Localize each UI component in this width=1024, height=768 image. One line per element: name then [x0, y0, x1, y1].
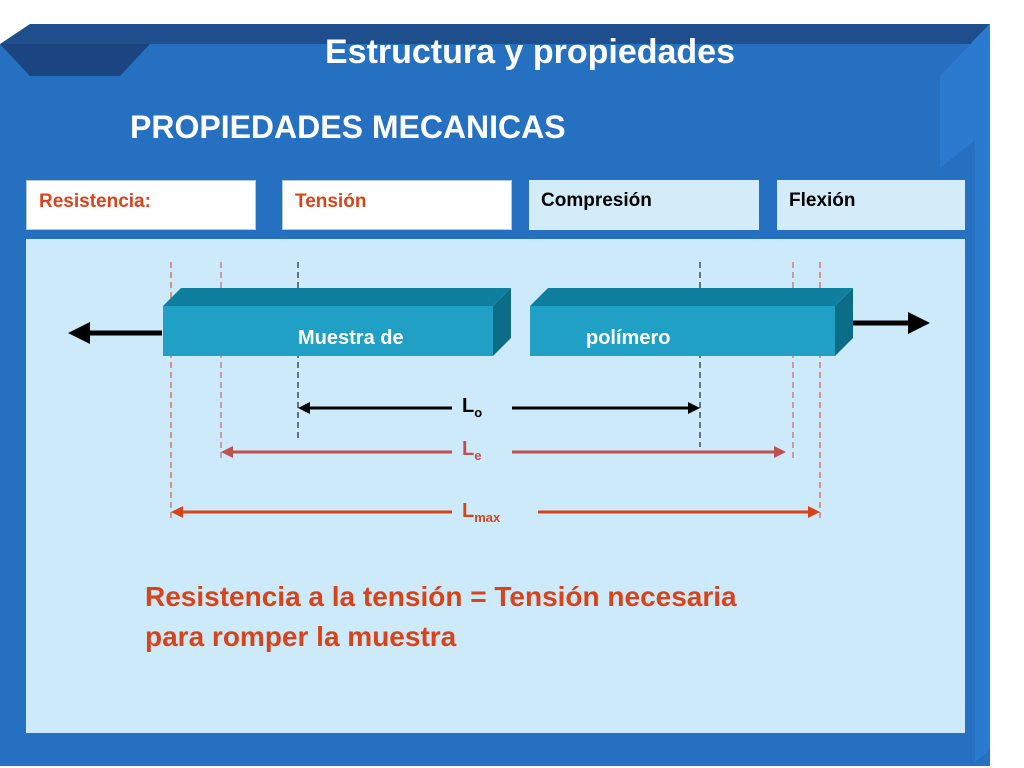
page-subtitle: PROPIEDADES MECANICAS: [130, 109, 566, 145]
caption: Resistencia a la tensión = Tensión neces…: [145, 577, 845, 657]
length-le-symbol: L: [462, 438, 475, 460]
pull-arrow-right-head: [908, 312, 930, 334]
page-title: Estructura y propiedades: [324, 33, 735, 71]
length-lo-arrow-right-head: [688, 402, 700, 414]
length-label-le: Le: [462, 438, 481, 467]
sample-right-side: [835, 288, 853, 356]
length-lmax-symbol: L: [462, 500, 475, 522]
pull-arrow-left-head: [68, 322, 90, 344]
sample-right-front: [530, 306, 835, 356]
length-label-lo: Lo: [462, 395, 482, 424]
length-le-arrow-right-head: [774, 446, 786, 458]
caption-line-1: Resistencia a la tensión = Tensión neces…: [145, 581, 737, 612]
length-lmax-subscript: max: [474, 510, 501, 525]
tab-resistencia[interactable]: Resistencia:: [26, 180, 256, 230]
tab-resistencia-label: Resistencia:: [39, 191, 151, 212]
frame-right-bevel: [940, 24, 990, 762]
length-lo-subscript: o: [474, 405, 483, 420]
sample-left-front: [163, 306, 493, 356]
length-lmax-arrow-left-head: [171, 506, 183, 518]
length-le-arrow-left-head: [221, 446, 233, 458]
tab-compresion-label: Compresión: [541, 190, 652, 211]
length-label-lmax: Lmax: [462, 500, 500, 529]
sample-label-left: Muestra de: [298, 327, 404, 349]
tab-flexion[interactable]: Flexión: [777, 180, 965, 230]
tab-tension-label: Tensión: [295, 191, 367, 212]
length-lmax-arrow-right-head: [808, 506, 820, 518]
tab-compresion[interactable]: Compresión: [529, 180, 759, 230]
caption-line-2: para romper la muestra: [145, 621, 457, 652]
sample-right-top: [530, 288, 853, 306]
length-lo-arrow-left-head: [298, 402, 310, 414]
sample-left-side: [493, 288, 511, 356]
tab-tension[interactable]: Tensión: [282, 180, 512, 230]
length-le-subscript: e: [474, 448, 482, 463]
frame-inner-header: [120, 76, 940, 172]
sample-left-top: [163, 288, 511, 306]
frame-top-bevel: [0, 44, 150, 76]
sample-label-right: polímero: [586, 327, 671, 349]
tab-flexion-label: Flexión: [789, 190, 856, 211]
length-lo-symbol: L: [462, 395, 475, 417]
